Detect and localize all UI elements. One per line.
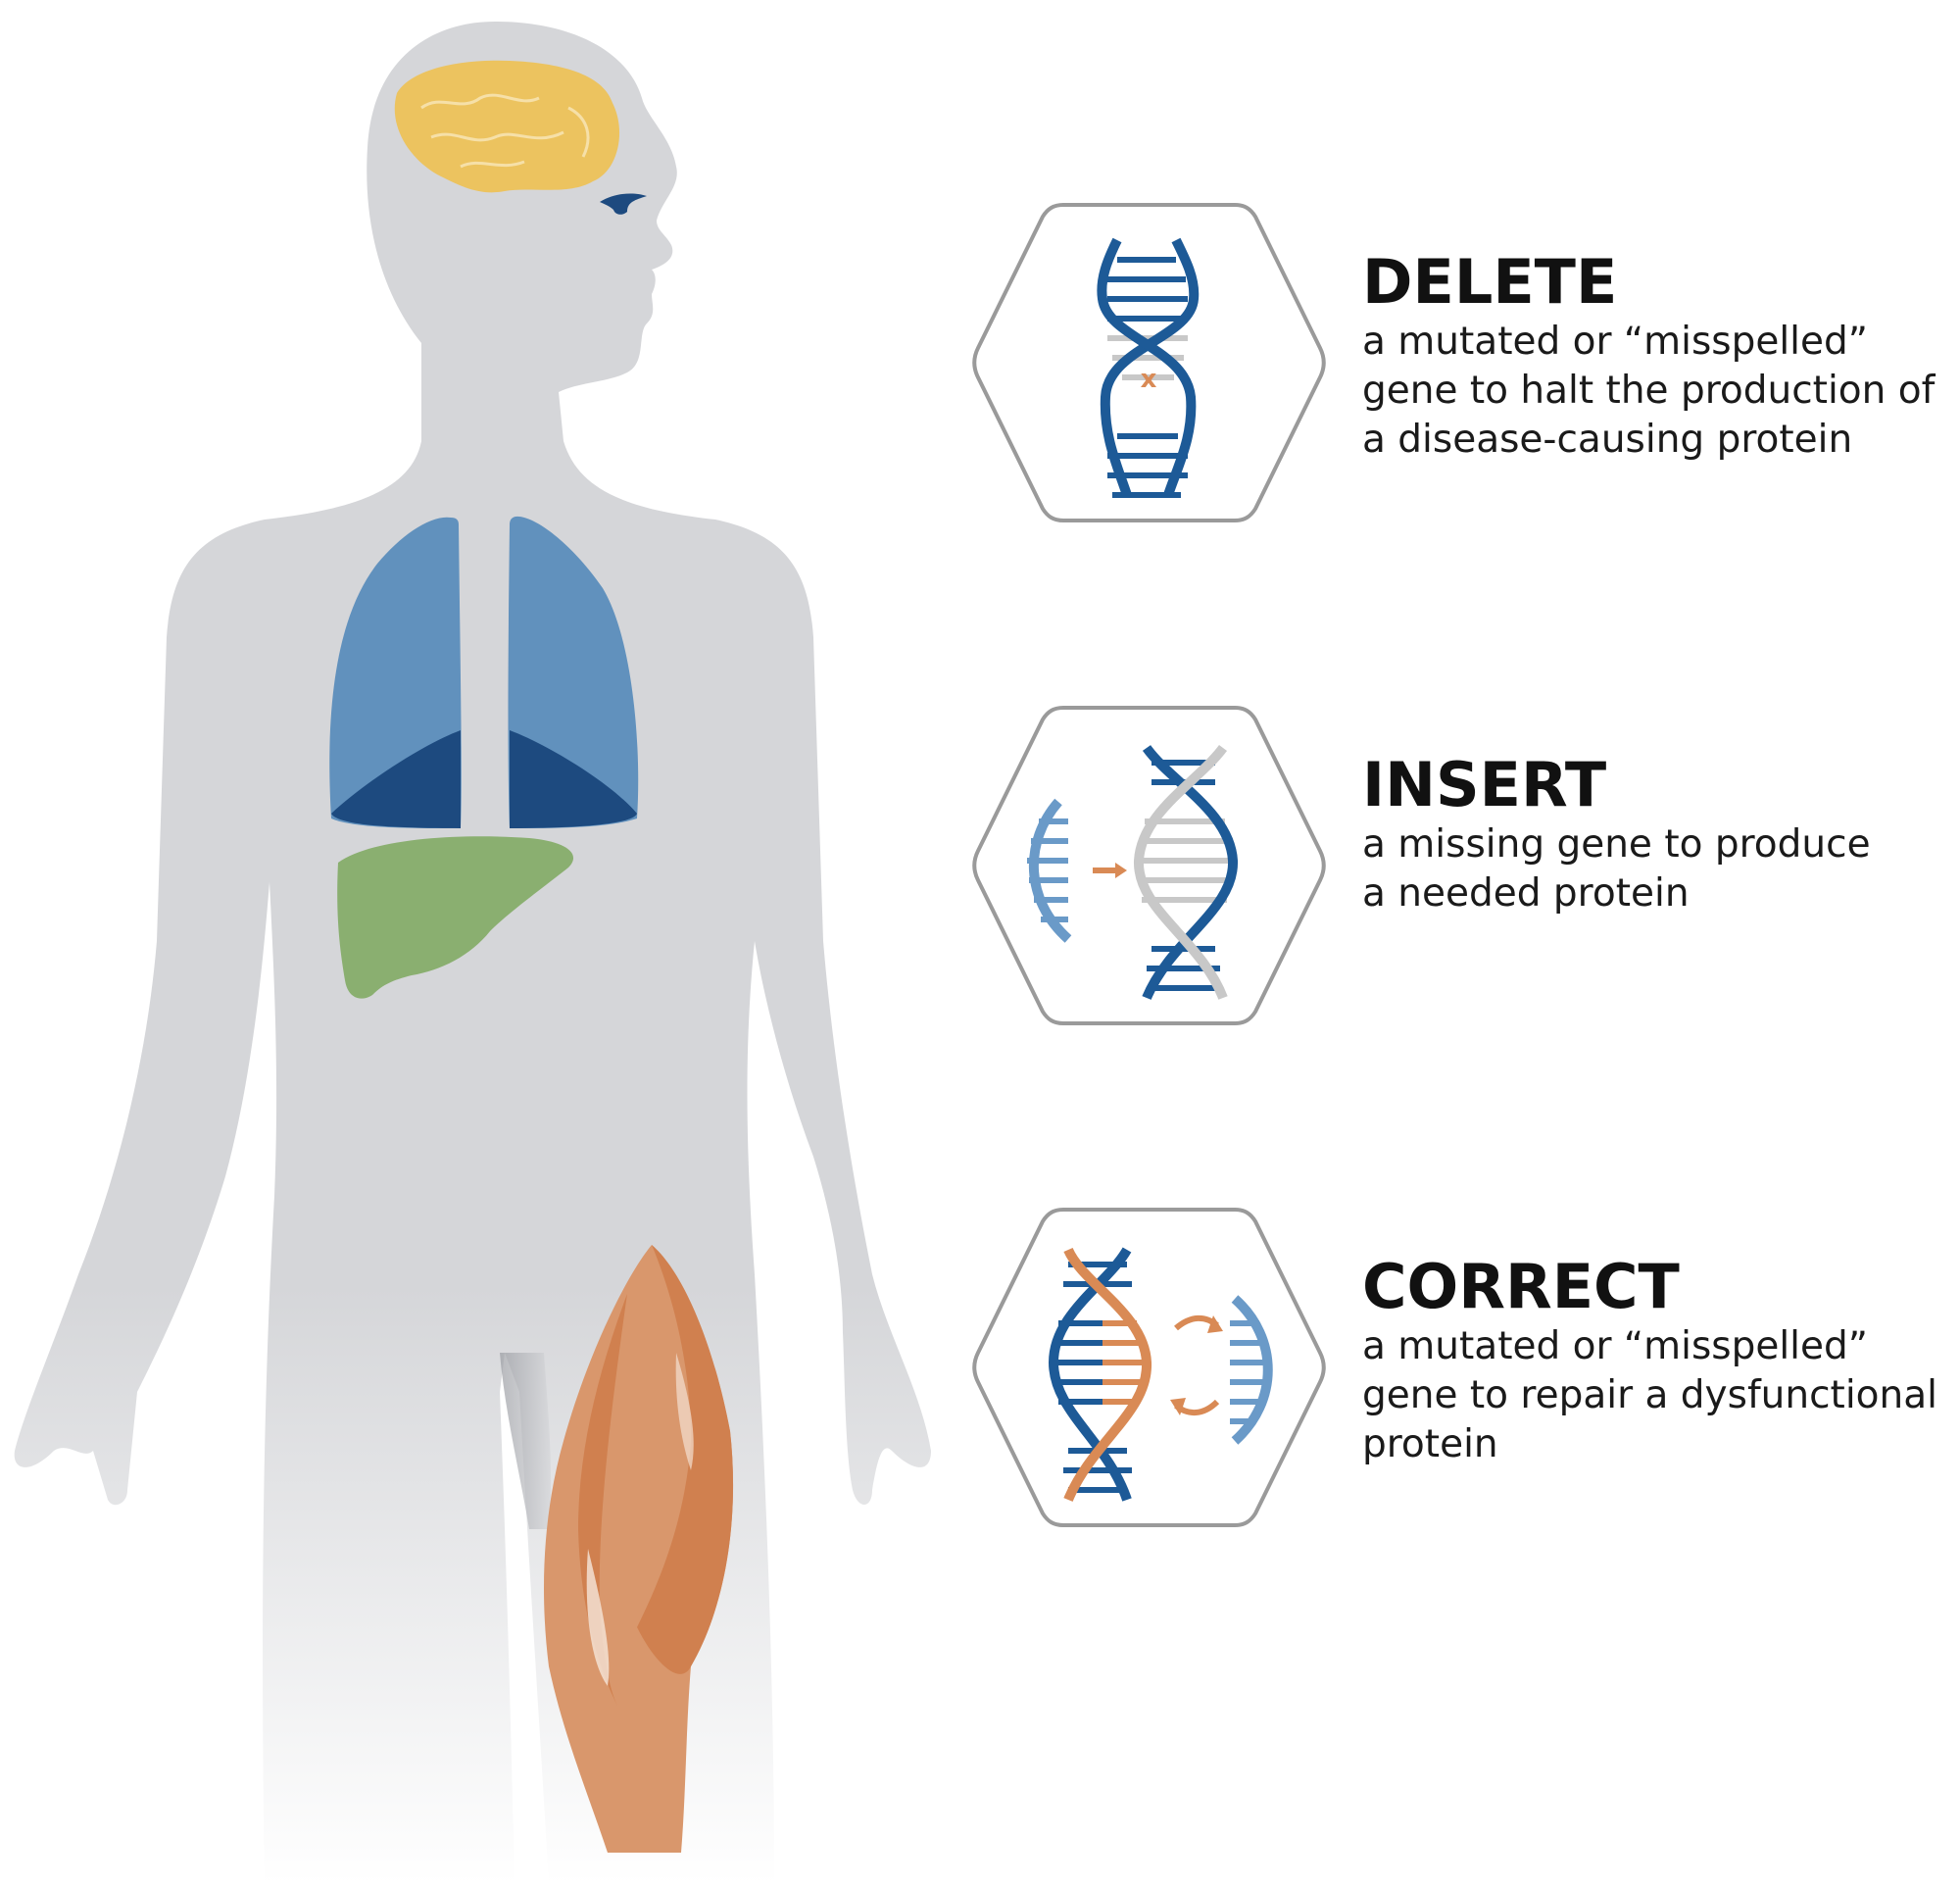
lungs (329, 516, 639, 828)
insert-description: a missing gene to produce a needed prote… (1362, 822, 1871, 916)
correct-title: CORRECT (1362, 1251, 1680, 1322)
brain (394, 60, 620, 193)
correct-icon-hexagon (970, 1206, 1328, 1529)
insert-panel: INSERT a missing gene to produce a neede… (1362, 750, 1950, 918)
insert-icon-hexagon (970, 704, 1328, 1027)
dna-correct-icon (972, 1208, 1326, 1527)
mutation-x-marker: x (1141, 365, 1157, 394)
thigh-muscle (544, 1245, 734, 1853)
leg-shadow (500, 1353, 552, 1529)
eye (600, 193, 647, 215)
brain-folds (420, 93, 590, 169)
correct-description: a mutated or “misspelled” gene to repair… (1362, 1324, 1937, 1466)
correct-panel: CORRECT a mutated or “misspelled” gene t… (1362, 1252, 1950, 1469)
delete-title: DELETE (1362, 246, 1618, 318)
insert-title: INSERT (1362, 749, 1607, 820)
dna-delete-icon: x (972, 203, 1326, 522)
human-body-figure (14, 22, 931, 1884)
delete-panel: DELETE a mutated or “misspelled” gene to… (1362, 247, 1950, 465)
body-silhouette (14, 22, 931, 1884)
delete-icon-hexagon: x (970, 201, 1328, 524)
liver (337, 836, 574, 999)
dna-insert-icon (972, 706, 1326, 1025)
delete-description: a mutated or “misspelled” gene to halt t… (1362, 320, 1936, 462)
